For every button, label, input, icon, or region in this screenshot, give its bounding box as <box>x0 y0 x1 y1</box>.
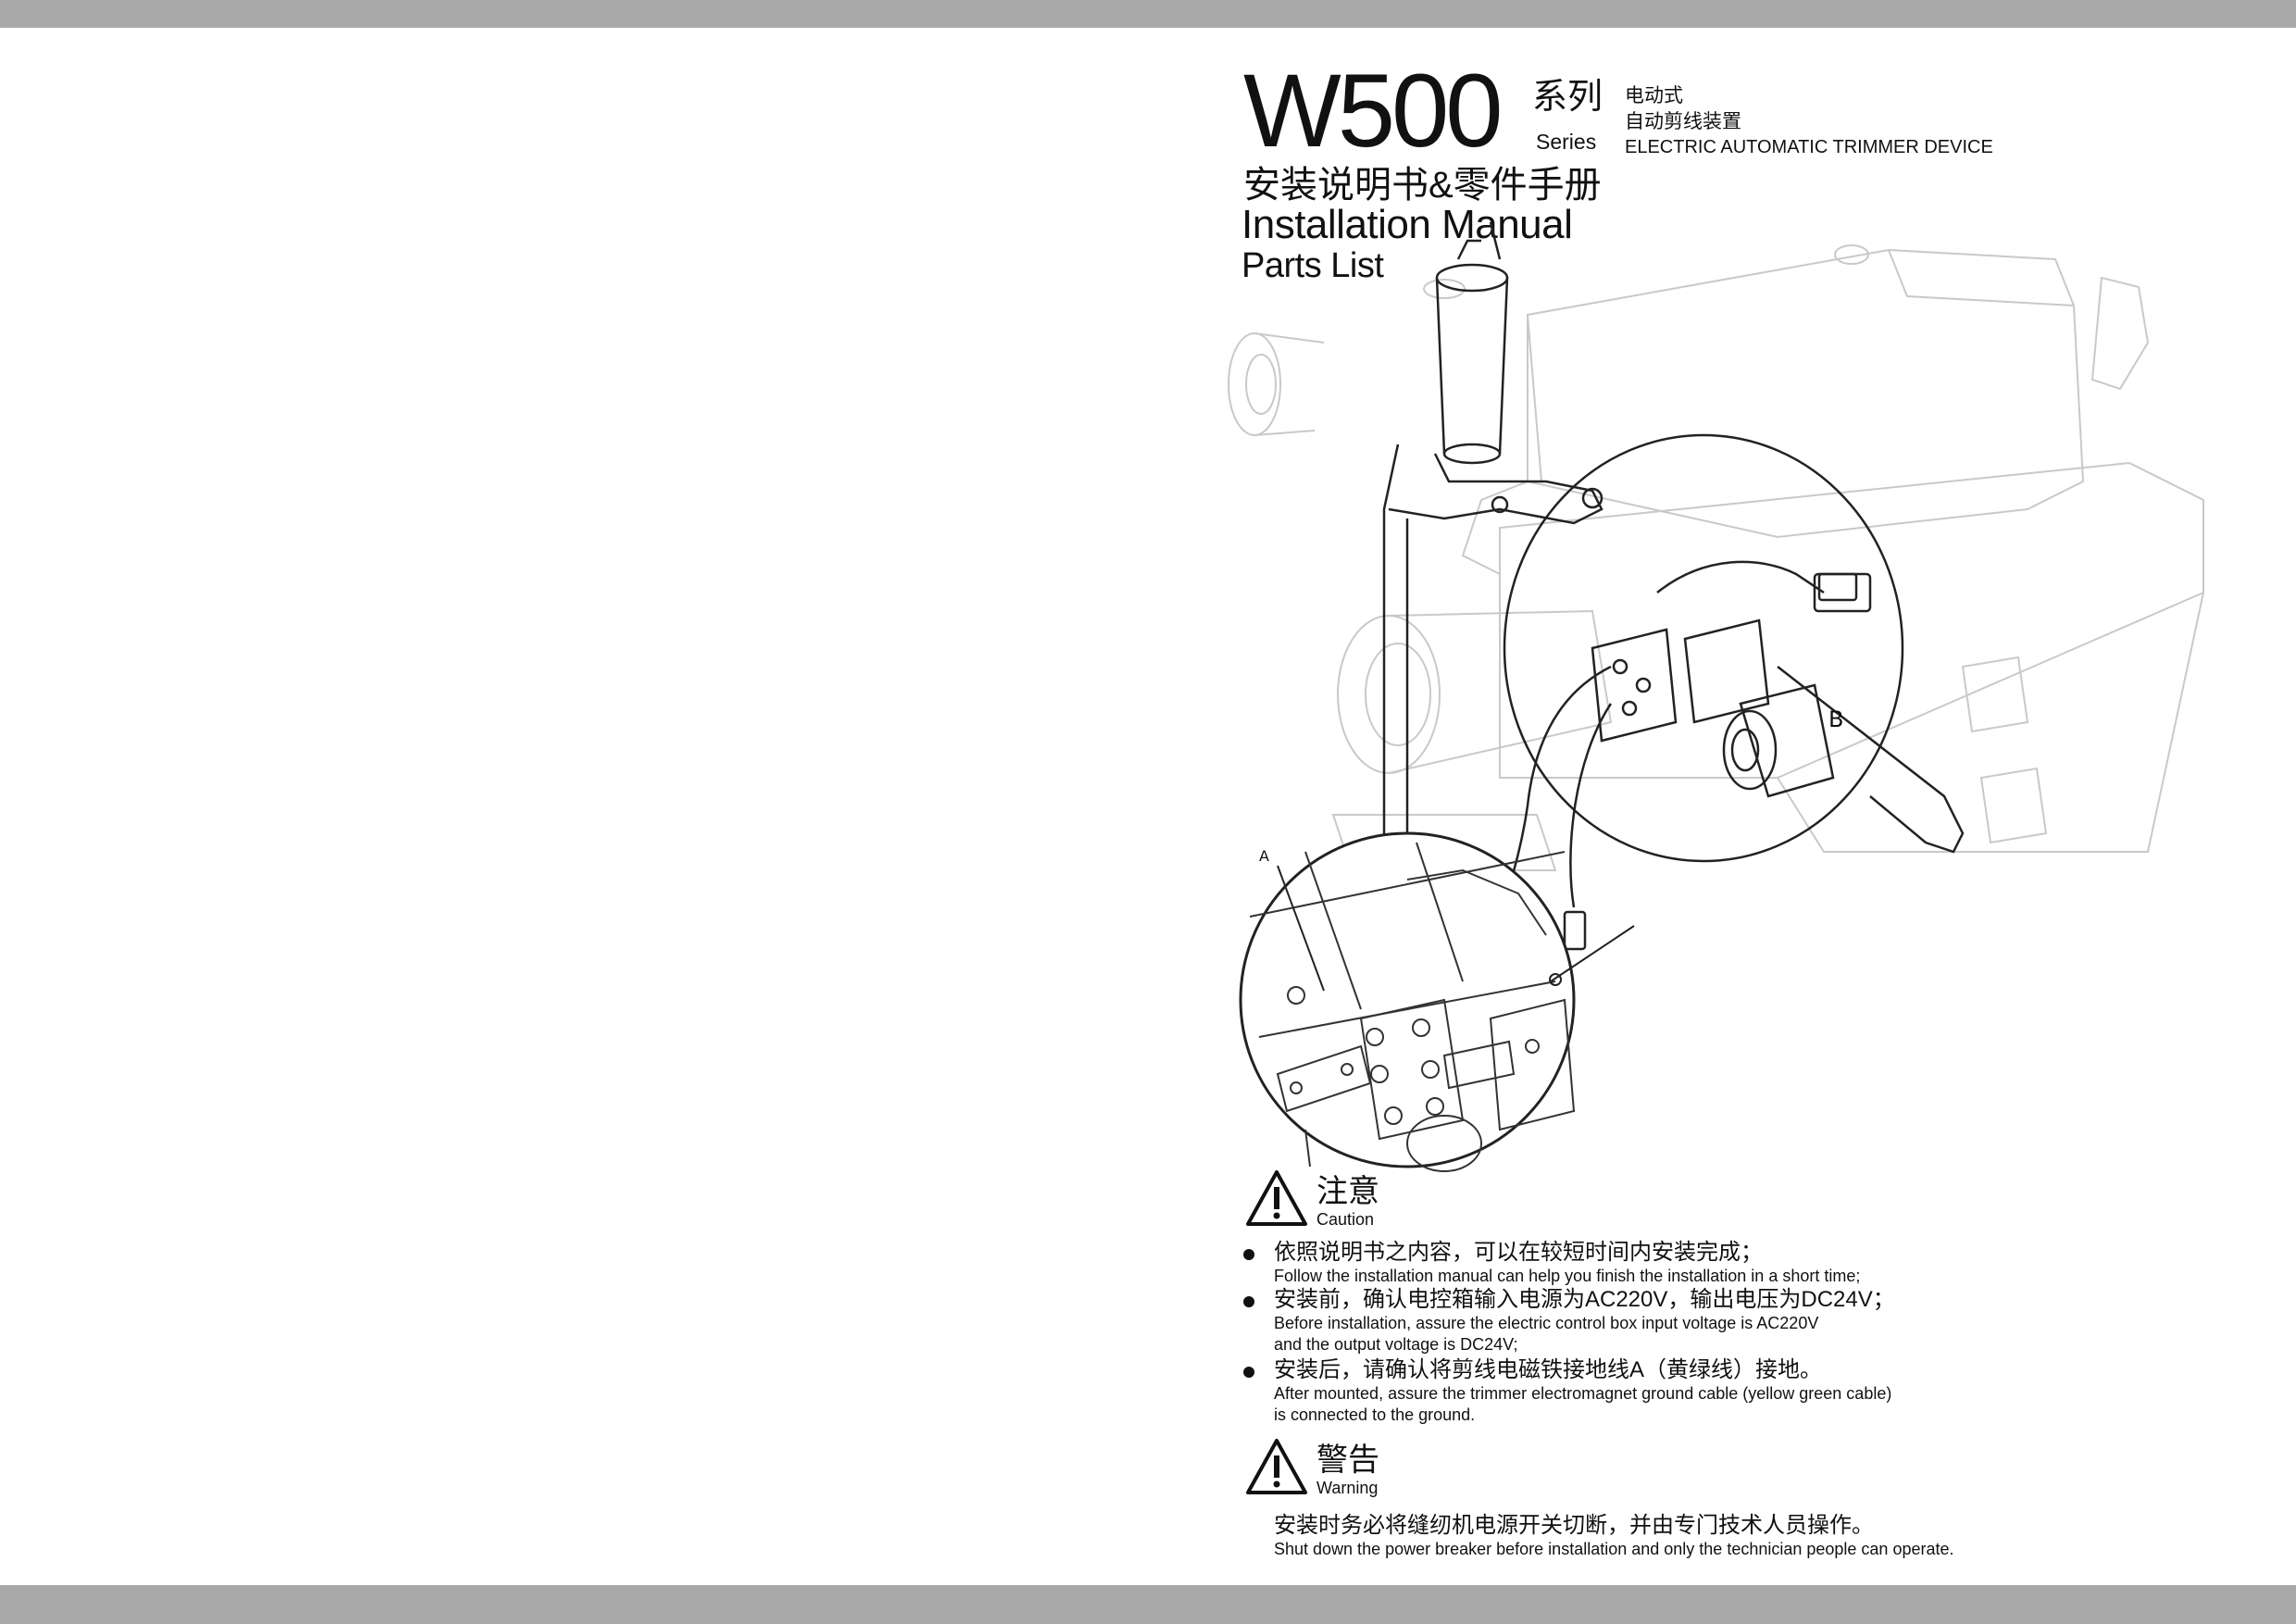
manual-title-cn: 安装说明书&零件手册 <box>1243 165 1602 206</box>
manual-title-en: Installation Manual <box>1242 202 1573 247</box>
caution-warning-triangle-icon <box>1246 1170 1307 1226</box>
caution-item-3-en-line2: is connected to the ground. <box>1274 1405 1476 1424</box>
leader-line-a <box>1277 865 1325 992</box>
bullet-dot <box>1243 1296 1254 1307</box>
caution-item-2-en-line2: and the output voltage is DC24V; <box>1274 1335 1518 1354</box>
label-a: A <box>1259 847 1269 865</box>
warning-title-en: Warning <box>1316 1479 1379 1497</box>
warning-text-en: Shut down the power breaker before insta… <box>1274 1540 1954 1558</box>
caution-title-cn: 注意 <box>1316 1174 1379 1209</box>
detail-circle-b <box>1503 433 1904 863</box>
bottom-gray-band <box>0 1585 2296 1624</box>
warning-title-cn: 警告 <box>1316 1443 1379 1478</box>
caution-title-en: Caution <box>1316 1210 1375 1229</box>
sewing-machine-trimmer-illustration: B A <box>1228 221 2204 1172</box>
top-gray-band <box>0 0 2296 28</box>
parts-list-title: Parts List <box>1242 246 1384 285</box>
series-label-cn: 系列 <box>1532 78 1603 117</box>
label-b: B <box>1828 706 1843 732</box>
caution-item-1-en: Follow the installation manual can help … <box>1274 1267 1861 1285</box>
caution-item-3-en-line1: After mounted, assure the trimmer electr… <box>1274 1384 1892 1403</box>
device-type-cn-line1: 电动式 <box>1625 85 1683 106</box>
model-title: W500 <box>1243 53 1504 169</box>
warning-triangle-icon <box>1246 1439 1307 1494</box>
caution-item-3-cn: 安装后，请确认将剪线电磁铁接地线A（黄绿线）接地。 <box>1274 1357 1823 1382</box>
warning-text-cn: 安装时务必将缝纫机电源开关切断，并由专门技术人员操作。 <box>1274 1513 1874 1538</box>
machine-body-outline <box>1228 244 2204 871</box>
bullet-dot <box>1243 1249 1254 1260</box>
device-type-en: ELECTRIC AUTOMATIC TRIMMER DEVICE <box>1625 137 1993 157</box>
series-label-en: Series <box>1536 130 1597 154</box>
device-type-cn-line2: 自动剪线装置 <box>1625 111 1741 132</box>
caution-item-1-cn: 依照说明书之内容，可以在较短时间内安装完成； <box>1274 1240 1763 1265</box>
leader-line-circle <box>1550 925 1635 982</box>
detail-circle-a <box>1239 831 1576 1172</box>
caution-item-2-en-line1: Before installation, assure the electric… <box>1274 1314 1819 1332</box>
caution-item-2-cn: 安装前，确认电控箱输入电源为AC220V，输出电压为DC24V； <box>1274 1287 1895 1312</box>
bullet-dot <box>1243 1367 1254 1378</box>
